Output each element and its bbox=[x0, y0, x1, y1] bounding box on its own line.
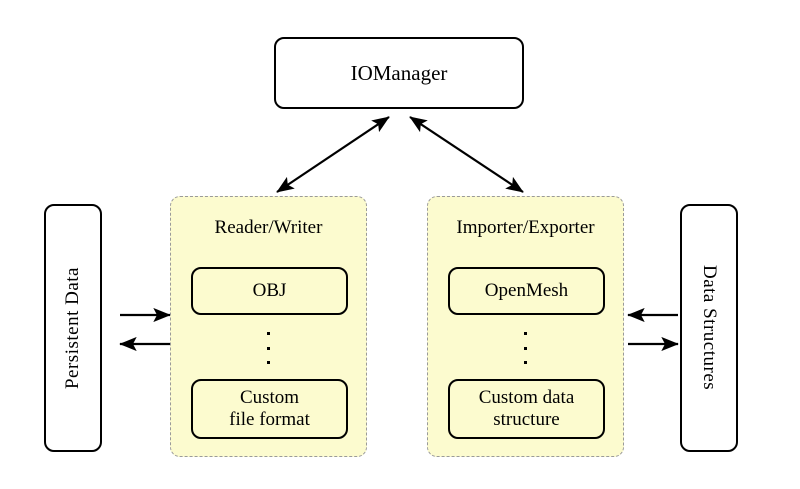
panel-importer-exporter[interactable]: Importer/Exporter OpenMesh Custom data s… bbox=[427, 196, 624, 457]
edge-manager-to-reader-writer bbox=[276, 116, 390, 193]
panel-importer-exporter-title: Importer/Exporter bbox=[456, 217, 595, 238]
panel-reader-writer[interactable]: Reader/Writer OBJ Custom file format bbox=[170, 196, 367, 457]
node-iomanager[interactable]: IOManager bbox=[274, 37, 524, 109]
importer-exporter-ellipsis-icon bbox=[524, 332, 527, 364]
custom-file-format-label-line1: Custom bbox=[239, 386, 300, 408]
node-persistent-data[interactable]: Persistent Data bbox=[44, 204, 102, 452]
data-structures-label: Data Structures bbox=[699, 265, 720, 391]
node-data-structures[interactable]: Data Structures bbox=[680, 204, 738, 452]
node-openmesh[interactable]: OpenMesh bbox=[448, 267, 605, 315]
openmesh-label: OpenMesh bbox=[484, 279, 569, 301]
custom-file-format-label-line2: file format bbox=[229, 409, 310, 430]
edge-manager-to-importer-exporter bbox=[409, 116, 524, 193]
reader-writer-ellipsis-icon bbox=[267, 332, 270, 364]
node-custom-file-format[interactable]: Custom file format bbox=[191, 379, 348, 439]
panel-reader-writer-title: Reader/Writer bbox=[214, 217, 323, 238]
node-obj[interactable]: OBJ bbox=[191, 267, 348, 315]
obj-label: OBJ bbox=[252, 279, 287, 301]
persistent-data-label: Persistent Data bbox=[62, 266, 83, 389]
iomanager-label: IOManager bbox=[350, 60, 448, 85]
custom-data-structure-label-line2: structure bbox=[493, 409, 560, 430]
custom-data-structure-label-line1: Custom data bbox=[478, 386, 575, 408]
node-custom-data-structure[interactable]: Custom data structure bbox=[448, 379, 605, 439]
